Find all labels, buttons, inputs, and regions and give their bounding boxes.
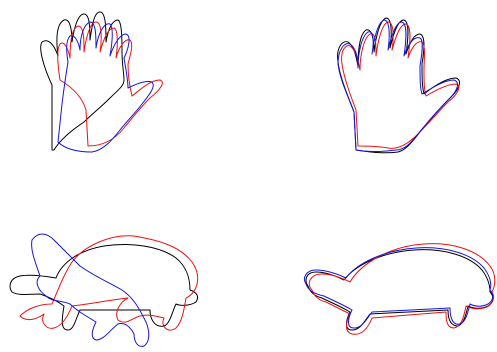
hand-outline-blue bbox=[338, 20, 457, 152]
hand-outline-red bbox=[58, 22, 163, 146]
hand-outline-red bbox=[342, 22, 459, 148]
turtle-outline-black bbox=[306, 250, 493, 330]
panel-hand-unaligned bbox=[41, 12, 163, 152]
hand-outline-black bbox=[338, 18, 460, 153]
turtle-outline-blue bbox=[32, 234, 149, 346]
panel-turtle-unaligned bbox=[10, 234, 198, 346]
panel-turtle-aligned bbox=[304, 244, 494, 335]
panel-hand-aligned bbox=[338, 18, 460, 153]
turtle-outline-red bbox=[309, 244, 495, 335]
